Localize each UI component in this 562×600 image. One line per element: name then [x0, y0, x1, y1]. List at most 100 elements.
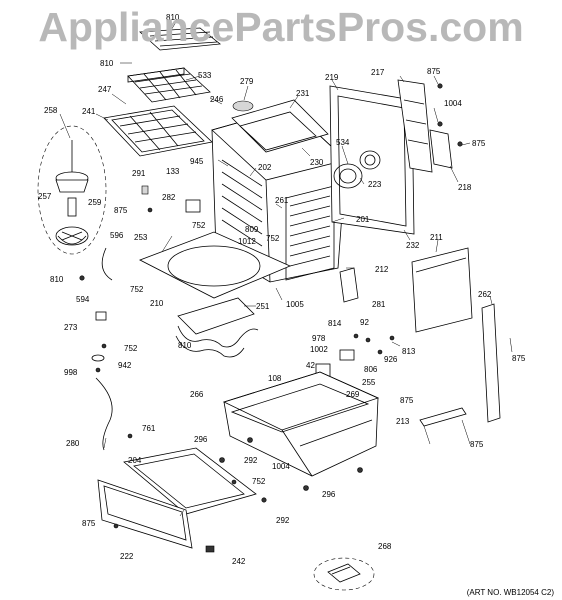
rack-533	[127, 67, 211, 103]
label-942: 942	[118, 361, 132, 370]
label-875: 875	[470, 440, 484, 449]
bracket-212-281	[339, 267, 359, 303]
label-875: 875	[82, 519, 96, 528]
label-92: 92	[360, 318, 369, 327]
label-1004: 1004	[272, 462, 290, 471]
label-810: 810	[178, 341, 192, 350]
label-596: 596	[110, 231, 124, 240]
lower-body-266	[222, 371, 380, 477]
label-875: 875	[512, 354, 526, 363]
label-231: 231	[296, 89, 310, 98]
convection-assembly	[37, 125, 107, 255]
label-246: 246	[210, 95, 224, 104]
label-253: 253	[134, 233, 148, 242]
controls-cluster	[315, 333, 395, 383]
label-273: 273	[64, 323, 78, 332]
label-210: 210	[150, 299, 164, 308]
label-926: 926	[384, 355, 398, 364]
label-247: 247	[98, 85, 112, 94]
bracket-218	[429, 129, 453, 169]
label-212: 212	[375, 265, 389, 274]
label-533: 533	[198, 71, 212, 80]
label-978: 978	[312, 334, 326, 343]
label-810: 810	[100, 59, 114, 68]
label-218: 218	[458, 183, 472, 192]
label-232: 232	[406, 241, 420, 250]
label-752: 752	[266, 234, 280, 243]
label-282: 282	[162, 193, 176, 202]
part-labels: 810 810 533 279 219 217 875 1004 875 258…	[38, 13, 526, 566]
label-752: 752	[192, 221, 206, 230]
bake-panel-210	[139, 231, 292, 299]
rack-supports-right	[285, 185, 335, 281]
label-806: 806	[364, 365, 378, 374]
rail-213	[419, 407, 467, 427]
label-875: 875	[114, 206, 128, 215]
label-813: 813	[402, 347, 416, 356]
label-752: 752	[124, 344, 138, 353]
label-945: 945	[190, 157, 204, 166]
label-223: 223	[368, 180, 382, 189]
label-292: 292	[276, 516, 290, 525]
label-875: 875	[427, 67, 441, 76]
label-257: 257	[38, 192, 52, 201]
label-108: 108	[268, 374, 282, 383]
label-217: 217	[371, 68, 385, 77]
rack-810-top	[139, 27, 222, 51]
label-291: 291	[132, 169, 146, 178]
label-752: 752	[252, 477, 266, 486]
label-242: 242	[232, 557, 246, 566]
label-281: 281	[372, 300, 386, 309]
label-809: 809	[245, 225, 259, 234]
drawer-204	[123, 447, 257, 515]
leader-lines	[59, 21, 513, 517]
label-251: 251	[256, 302, 270, 311]
side-rail-262	[481, 303, 501, 423]
back-wrapper-219	[329, 85, 415, 235]
bracket-217	[397, 79, 433, 173]
label-211: 211	[430, 233, 443, 242]
label-1002: 1002	[310, 345, 328, 354]
rack-supports-left	[221, 159, 263, 247]
bake-element-251	[175, 297, 259, 358]
vent-279	[232, 100, 254, 112]
label-269: 269	[346, 390, 360, 399]
label-534: 534	[336, 138, 350, 147]
label-262: 262	[478, 290, 492, 299]
label-875: 875	[400, 396, 414, 405]
label-594: 594	[76, 295, 90, 304]
label-280: 280	[66, 439, 80, 448]
label-1004: 1004	[444, 99, 462, 108]
label-279: 279	[240, 77, 254, 86]
rack-241-247	[103, 105, 213, 157]
label-222: 222	[120, 552, 134, 561]
label-810: 810	[166, 13, 180, 22]
label-42: 42	[306, 361, 315, 370]
hardware-bottom	[113, 433, 363, 553]
label-998: 998	[64, 368, 78, 377]
watermark: AppliancePartsPros.com	[38, 4, 524, 50]
label-259: 259	[88, 198, 102, 207]
label-204: 204	[128, 456, 142, 465]
drawer-front-222	[97, 479, 193, 549]
label-875: 875	[472, 139, 486, 148]
label-258: 258	[44, 106, 58, 115]
part-268	[313, 557, 375, 591]
label-255: 255	[362, 378, 376, 387]
label-296: 296	[322, 490, 336, 499]
label-261: 261	[275, 196, 289, 205]
label-810: 810	[50, 275, 64, 284]
label-230: 230	[310, 158, 324, 167]
label-133: 133	[166, 167, 180, 176]
label-202: 202	[258, 163, 272, 172]
label-292: 292	[244, 456, 258, 465]
art-number: (ART NO. WB12054 C2)	[466, 588, 554, 597]
screws-right	[437, 83, 463, 147]
label-213: 213	[396, 417, 410, 426]
label-201: 201	[356, 215, 370, 224]
side-panel-211	[411, 247, 473, 333]
small-parts-left	[79, 185, 201, 451]
label-268: 268	[378, 542, 392, 551]
